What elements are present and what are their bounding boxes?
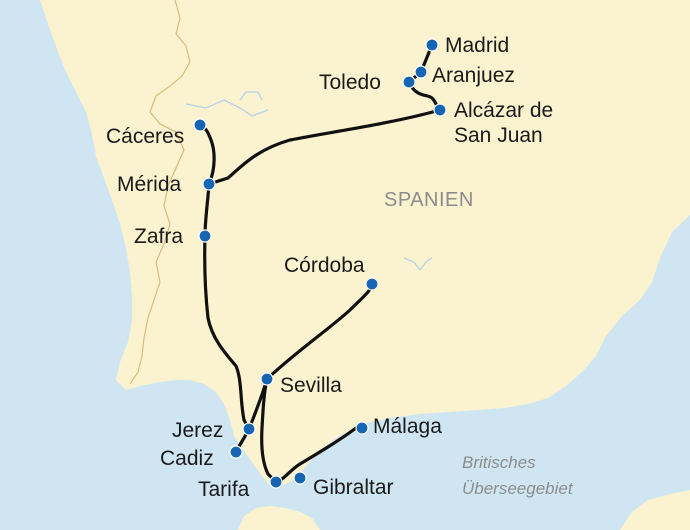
city-dot[interactable] bbox=[355, 421, 369, 435]
city-label: Tarifa bbox=[198, 478, 250, 501]
city-label: Sevilla bbox=[280, 374, 342, 397]
city-label: Gibraltar bbox=[313, 476, 394, 499]
city-label: Madrid bbox=[445, 34, 509, 57]
city-label-line2: San Juan bbox=[454, 124, 543, 147]
city-dot[interactable] bbox=[414, 65, 428, 79]
city-gibraltar: Gibraltar bbox=[293, 471, 394, 499]
city-label: Toledo bbox=[319, 71, 381, 94]
river-tajo bbox=[185, 99, 269, 117]
territory-label-line1: Britisches bbox=[462, 453, 536, 472]
city-label-line1: Alcázar de bbox=[454, 99, 553, 122]
city-label: Jerez bbox=[172, 419, 223, 442]
city-malaga: Málaga bbox=[355, 415, 442, 438]
city-dot[interactable] bbox=[402, 75, 416, 89]
city-label: Aranjuez bbox=[432, 64, 515, 87]
land-africa-east bbox=[620, 490, 690, 530]
city-label: Mérida bbox=[117, 173, 182, 196]
territory-label-line2: Überseegebiet bbox=[462, 479, 574, 498]
city-tarifa: Tarifa bbox=[198, 475, 283, 501]
city-dot[interactable] bbox=[193, 118, 207, 132]
river-guadiana bbox=[239, 91, 263, 101]
city-jerez: Jerez bbox=[172, 419, 256, 442]
city-caceres: Cáceres bbox=[106, 118, 207, 148]
border-portugal-spain bbox=[129, 0, 191, 385]
city-aranjuez: Aranjuez bbox=[414, 64, 515, 87]
city-sevilla: Sevilla bbox=[260, 372, 342, 397]
city-label: Cadiz bbox=[160, 447, 214, 470]
city-dot[interactable] bbox=[433, 103, 447, 117]
city-dot[interactable] bbox=[202, 177, 216, 191]
region-label: SPANIEN bbox=[384, 189, 474, 211]
city-label: Cáceres bbox=[106, 125, 184, 148]
city-dot[interactable] bbox=[198, 229, 212, 243]
city-cadiz: Cadiz bbox=[160, 445, 243, 470]
route-line bbox=[198, 43, 442, 484]
city-dot[interactable] bbox=[365, 277, 379, 291]
city-dot[interactable] bbox=[269, 475, 283, 489]
city-dot[interactable] bbox=[260, 372, 274, 386]
city-label: Málaga bbox=[373, 415, 442, 438]
city-toledo: Toledo bbox=[319, 71, 416, 94]
city-dot[interactable] bbox=[242, 422, 256, 436]
city-dot[interactable] bbox=[293, 471, 307, 485]
river-east bbox=[403, 257, 433, 272]
city-dot[interactable] bbox=[229, 445, 243, 459]
city-zafra: Zafra bbox=[134, 225, 212, 248]
city-madrid: Madrid bbox=[425, 34, 509, 57]
city-dot[interactable] bbox=[425, 38, 439, 52]
city-label: Córdoba bbox=[284, 254, 365, 277]
city-alcazar-de-san-juan: Alcázar de San Juan bbox=[433, 99, 553, 147]
land-africa bbox=[238, 506, 320, 530]
city-cordoba: Córdoba bbox=[284, 254, 379, 291]
city-label: Zafra bbox=[134, 225, 183, 248]
city-merida: Mérida bbox=[117, 173, 216, 196]
